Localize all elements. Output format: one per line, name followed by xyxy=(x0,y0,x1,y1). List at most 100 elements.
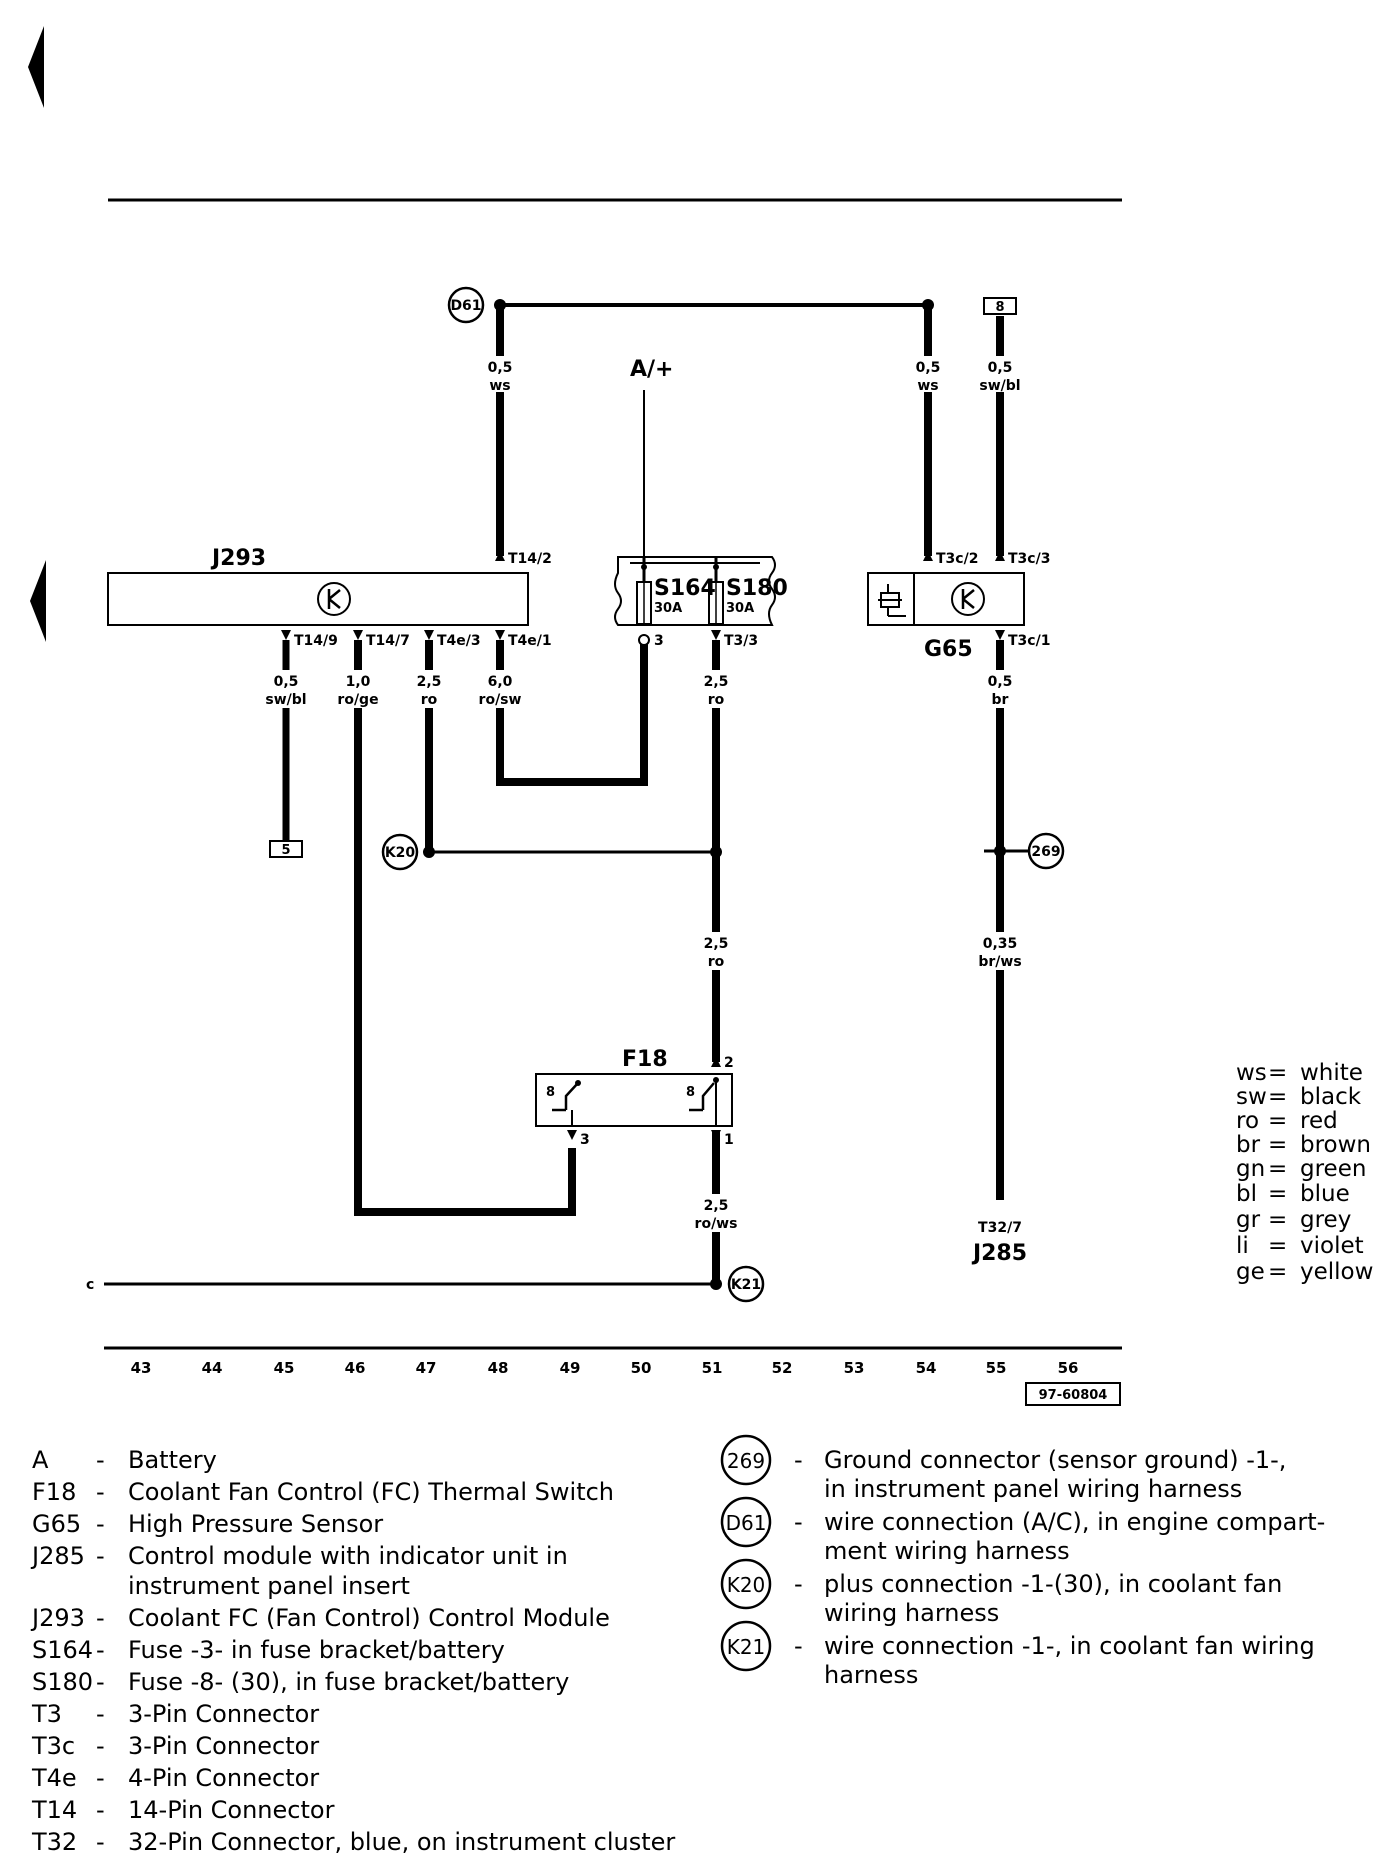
svg-text:ws: ws xyxy=(1236,1060,1267,1086)
legend-description: Fuse -3- in fuse bracket/battery xyxy=(128,1636,505,1664)
s180-rating: 30A xyxy=(726,601,754,616)
legend-code: K20 xyxy=(727,1573,766,1597)
grid-number: 45 xyxy=(274,1359,295,1377)
pin-t3c-3: T3c/3 xyxy=(1008,551,1050,567)
svg-text:-: - xyxy=(96,1542,105,1570)
svg-text:sw: sw xyxy=(1236,1084,1267,1110)
legend-description: 3-Pin Connector xyxy=(128,1732,319,1760)
svg-text:=: = xyxy=(1268,1207,1287,1233)
pin-t32-7: T32/7 xyxy=(978,1220,1022,1236)
svg-text:K20: K20 xyxy=(385,845,416,861)
pin-arrows xyxy=(281,551,1005,1140)
grid-number: 50 xyxy=(631,1359,652,1377)
legend-description: 14-Pin Connector xyxy=(128,1796,335,1824)
svg-text:ro: ro xyxy=(1236,1108,1259,1134)
grid-number: 51 xyxy=(702,1359,723,1377)
s164-label: S164 xyxy=(654,576,716,601)
pin-t14-9: T14/9 xyxy=(294,633,338,649)
grid-numbers: 43 44 45 46 47 48 49 50 51 52 53 54 55 5… xyxy=(131,1359,1079,1377)
wire-t4e-1 xyxy=(496,640,648,786)
legend-code: D61 xyxy=(726,1511,767,1535)
legend-description: wire connection (A/C), in engine compart… xyxy=(824,1508,1325,1536)
svg-text:brown: brown xyxy=(1300,1132,1371,1158)
electronic-control-icon xyxy=(317,582,351,616)
svg-text:green: green xyxy=(1300,1156,1366,1182)
grid-number: 47 xyxy=(416,1359,437,1377)
legend-description: High Pressure Sensor xyxy=(128,1510,383,1538)
legend-description: wiring harness xyxy=(824,1599,999,1627)
ref-box-8: 8 xyxy=(983,297,1017,315)
svg-text:violet: violet xyxy=(1300,1233,1364,1259)
battery-label: A/+ xyxy=(630,357,674,382)
grid-number: 56 xyxy=(1058,1359,1079,1377)
grid-number: 49 xyxy=(560,1359,581,1377)
ground-connection-269: 269 xyxy=(1027,832,1065,870)
svg-text:ge: ge xyxy=(1236,1259,1265,1285)
svg-text:=: = xyxy=(1268,1181,1287,1207)
j293-module: J293 xyxy=(107,546,529,626)
legend-description: harness xyxy=(824,1661,918,1689)
legend-code: F18 xyxy=(32,1478,76,1506)
svg-text:-: - xyxy=(96,1510,105,1538)
pin-t3c-2: T3c/2 xyxy=(936,551,978,567)
legend-description: Control module with indicator unit in xyxy=(128,1542,568,1570)
svg-text:269: 269 xyxy=(1031,844,1060,860)
svg-text:-: - xyxy=(794,1632,803,1660)
svg-text:-: - xyxy=(96,1700,105,1728)
wire-color: ro xyxy=(708,954,725,970)
wire-size: 2,5 xyxy=(704,1198,729,1214)
legend-code: T14 xyxy=(31,1796,77,1824)
s180-label: S180 xyxy=(726,576,788,601)
legend-code: J293 xyxy=(30,1604,85,1632)
wire-size: 1,0 xyxy=(346,674,371,690)
wire-color: ws xyxy=(489,378,510,394)
pin-t3-3: T3/3 xyxy=(724,633,758,649)
svg-text:br: br xyxy=(1236,1132,1261,1158)
previous-page-arrow-icon[interactable] xyxy=(28,26,44,108)
wire-color: ro/ws xyxy=(695,1216,738,1232)
wire-color: ro/sw xyxy=(479,692,522,708)
svg-text:D61: D61 xyxy=(450,298,481,314)
legend-description: in instrument panel wiring harness xyxy=(824,1475,1242,1503)
connection-k20: K20 xyxy=(381,833,419,871)
legend-description: Ground connector (sensor ground) -1-, xyxy=(824,1446,1286,1474)
svg-text:-: - xyxy=(96,1828,105,1856)
legend-description: ment wiring harness xyxy=(824,1537,1070,1565)
legend-description: wire connection -1-, in coolant fan wiri… xyxy=(824,1632,1315,1660)
svg-text:red: red xyxy=(1300,1108,1338,1134)
pin-t3c-1: T3c/1 xyxy=(1008,633,1050,649)
f18-temp-left: 8 xyxy=(546,1085,555,1100)
grid-number: 46 xyxy=(345,1359,366,1377)
svg-text:blue: blue xyxy=(1300,1181,1350,1207)
svg-text:=: = xyxy=(1268,1156,1287,1182)
pin-t4e-1: T4e/1 xyxy=(508,633,552,649)
legend-code: T4e xyxy=(31,1764,77,1792)
wire-color: ro/ge xyxy=(337,692,378,708)
svg-text:yellow: yellow xyxy=(1300,1259,1373,1285)
g65-sensor: G65 xyxy=(867,572,1025,662)
wire-size: 6,0 xyxy=(488,674,513,690)
wires xyxy=(104,303,1030,1286)
svg-text:=: = xyxy=(1268,1132,1287,1158)
svg-text:-: - xyxy=(96,1636,105,1664)
wire-size: 0,5 xyxy=(488,360,513,376)
wire-size: 2,5 xyxy=(704,674,729,690)
legend-left: A-Battery F18-Coolant Fan Control (FC) T… xyxy=(30,1446,675,1856)
legend-description: Fuse -8- (30), in fuse bracket/battery xyxy=(128,1668,569,1696)
legend-code: G65 xyxy=(32,1510,81,1538)
previous-section-arrow-icon[interactable] xyxy=(30,560,46,642)
legend-description: Battery xyxy=(128,1446,217,1474)
svg-text:grey: grey xyxy=(1300,1207,1351,1233)
grid-number: 54 xyxy=(916,1359,937,1377)
svg-text:-: - xyxy=(794,1508,803,1536)
pin-f18-1: 1 xyxy=(724,1132,734,1148)
electronic-control-icon xyxy=(951,582,985,616)
pin-t4e-3: T4e/3 xyxy=(437,633,481,649)
legend-description: 32-Pin Connector, blue, on instrument cl… xyxy=(128,1828,675,1856)
svg-text:-: - xyxy=(794,1570,803,1598)
svg-text:-: - xyxy=(96,1668,105,1696)
grid-number: 48 xyxy=(488,1359,509,1377)
s164-rating: 30A xyxy=(654,601,682,616)
svg-text:97-60804: 97-60804 xyxy=(1039,1388,1108,1403)
